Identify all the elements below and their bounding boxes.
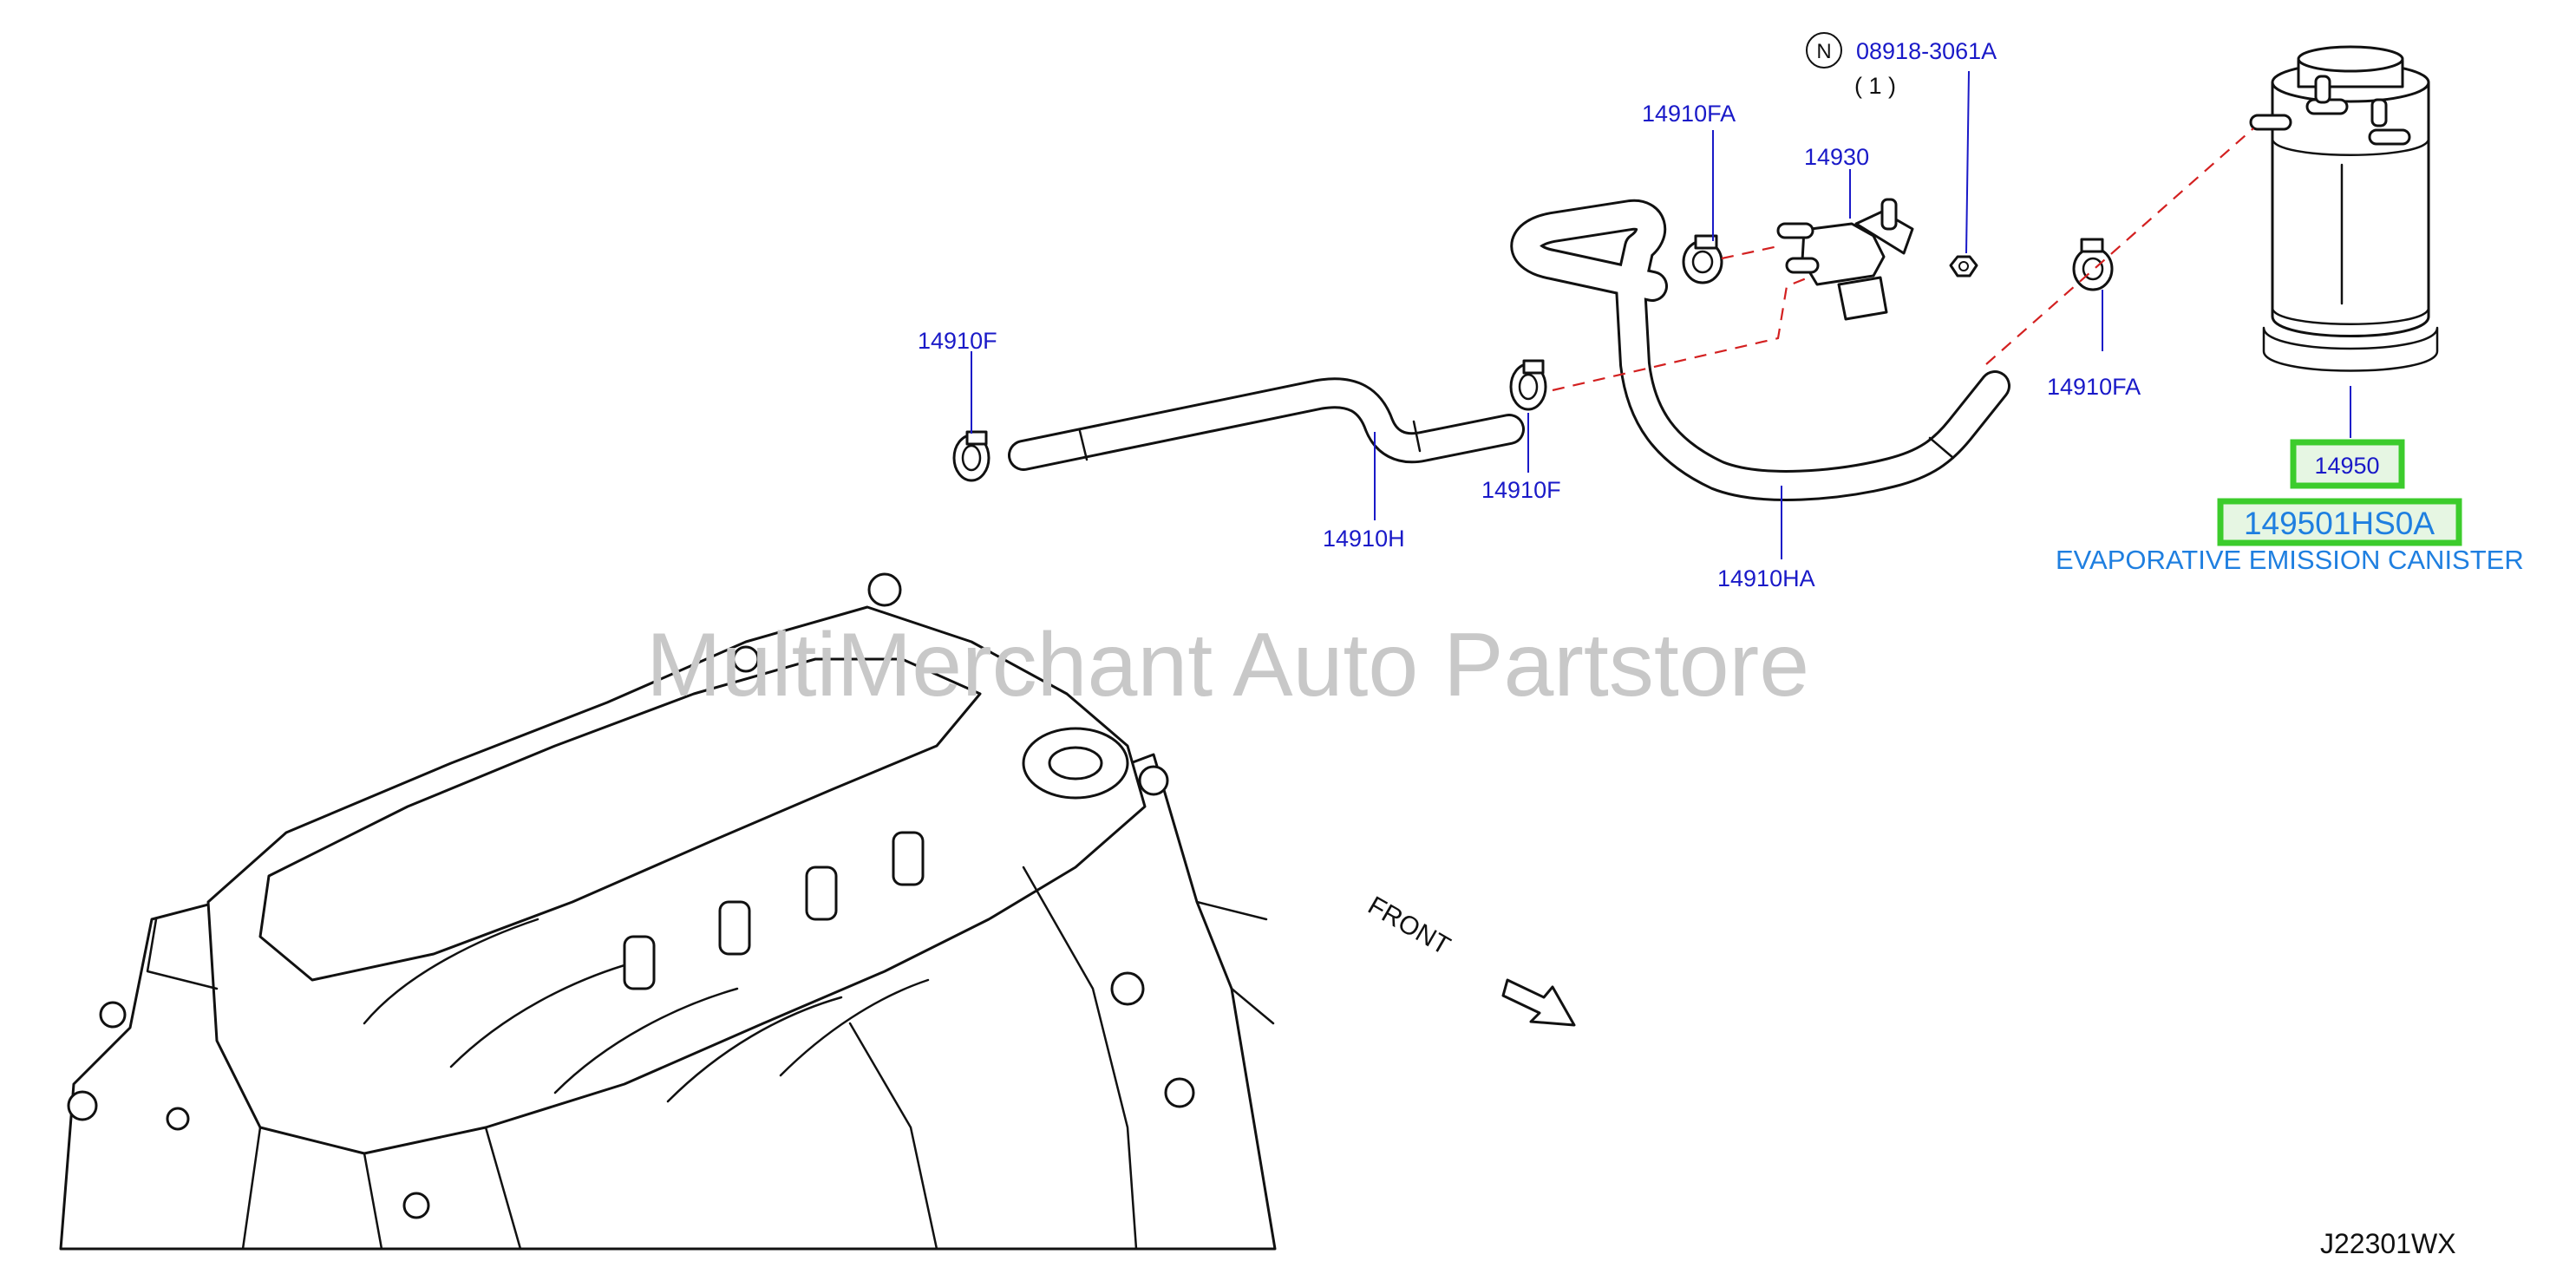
front-arrow-icon [1501, 978, 1576, 1027]
valve-14930 [1776, 198, 1914, 321]
clip-14910fa-top [1682, 234, 1723, 284]
clip-14910fa-right [2072, 238, 2114, 291]
nut-08918-3061a [1949, 255, 1978, 278]
callout-valve[interactable]: 14930 [1804, 144, 1869, 170]
callout-canister[interactable]: 14950 [2290, 439, 2405, 489]
front-direction: FRONT [1363, 891, 1576, 1027]
hose-14910h [1008, 377, 1525, 471]
dashed-route-valve [1552, 274, 1814, 392]
intake-manifold-drawing [59, 572, 1277, 1251]
hose-14910ha [1510, 199, 2010, 501]
highlight-part-number[interactable]: 149501HS0A [2217, 498, 2462, 546]
callout-hose-h[interactable]: 14910H [1323, 526, 1405, 552]
dashed-route-clip [1721, 245, 1779, 260]
svg-text:149501HS0A: 149501HS0A [2244, 506, 2435, 541]
callout-clip-fa-top[interactable]: 14910FA [1642, 101, 1736, 127]
front-label: FRONT [1363, 891, 1455, 960]
leader-lines [971, 70, 2351, 559]
highlight-description[interactable]: EVAPORATIVE EMISSION CANISTER [2056, 545, 2524, 575]
callout-clip-f-left[interactable]: 14910F [918, 328, 997, 354]
svg-text:14950: 14950 [2314, 453, 2379, 479]
dashed-route-canister [1985, 127, 2254, 365]
callout-nut[interactable]: 08918-3061A [1856, 38, 1997, 64]
callout-clip-f-mid[interactable]: 14910F [1481, 477, 1561, 503]
clip-14910f-mid [1509, 359, 1547, 411]
evaporative-emission-canister [2249, 45, 2439, 372]
callout-clip-fa-right[interactable]: 14910FA [2047, 374, 2141, 400]
callout-nut-qty: ( 1 ) [1854, 73, 1896, 99]
watermark: MultiMerchant Auto Partstore [646, 615, 1809, 715]
svg-text:N: N [1816, 40, 1831, 63]
drawing-code: J22301WX [2320, 1228, 2456, 1259]
callout-hose-ha[interactable]: 14910HA [1717, 565, 1815, 591]
note-symbol: N [1806, 32, 1842, 69]
clip-14910f-left [952, 430, 991, 482]
